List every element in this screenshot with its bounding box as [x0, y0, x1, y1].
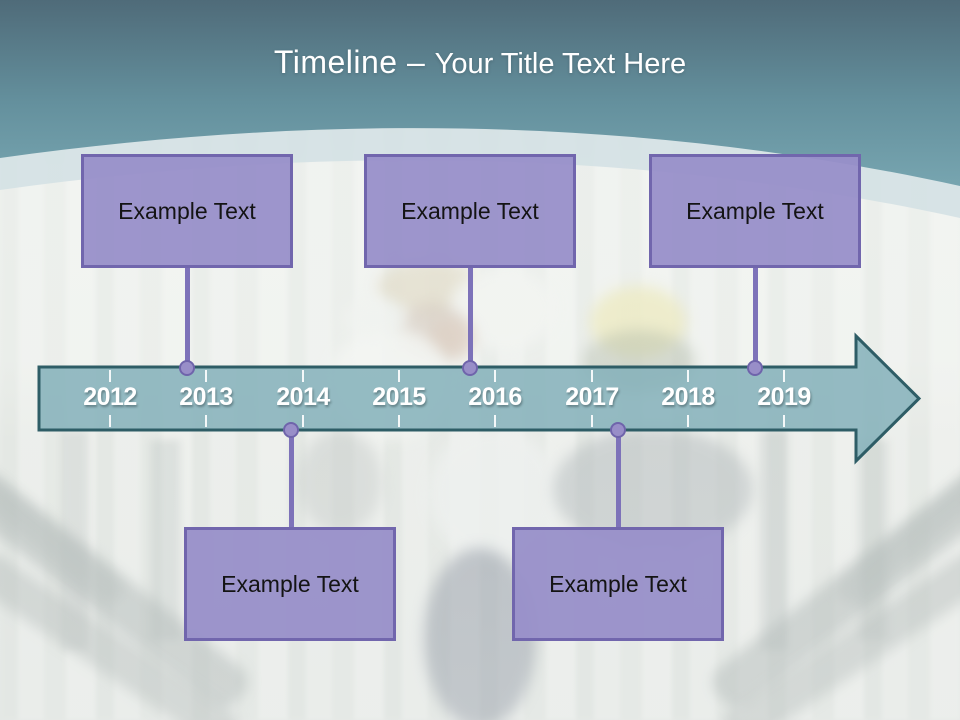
- page-title: Timeline – Your Title Text Here: [0, 44, 960, 81]
- event-box-bottom-2: Example Text: [512, 527, 724, 641]
- year-label-2018: 2018: [661, 383, 715, 411]
- connector-line: [288, 434, 294, 529]
- event-box-bottom-1: Example Text: [184, 527, 396, 641]
- connector-dot: [610, 422, 626, 438]
- arrow-shape: [37, 332, 922, 465]
- year-label-2016: 2016: [468, 383, 522, 411]
- year-label-2014: 2014: [276, 383, 330, 411]
- event-box-top-1: Example Text: [81, 154, 293, 268]
- year-label-2019: 2019: [757, 383, 811, 411]
- event-box-top-2: Example Text: [364, 154, 576, 268]
- title-rest: Your Title Text Here: [434, 48, 687, 80]
- year-ticks: [109, 370, 785, 427]
- connector-dot: [179, 360, 195, 376]
- connector-line: [184, 266, 190, 364]
- year-label-2017: 2017: [565, 383, 619, 411]
- connector-dot: [283, 422, 299, 438]
- connector-line: [752, 266, 758, 364]
- connector-dot: [462, 360, 478, 376]
- header-teal-shape: [0, 0, 960, 186]
- connector-dot: [747, 360, 763, 376]
- event-box-top-3: Example Text: [649, 154, 861, 268]
- year-label-2012: 2012: [83, 383, 137, 411]
- year-label-2013: 2013: [179, 383, 233, 411]
- year-label-2015: 2015: [372, 383, 426, 411]
- connector-line: [467, 266, 473, 364]
- connector-line: [615, 434, 621, 529]
- title-emphasis: Timeline –: [273, 44, 435, 80]
